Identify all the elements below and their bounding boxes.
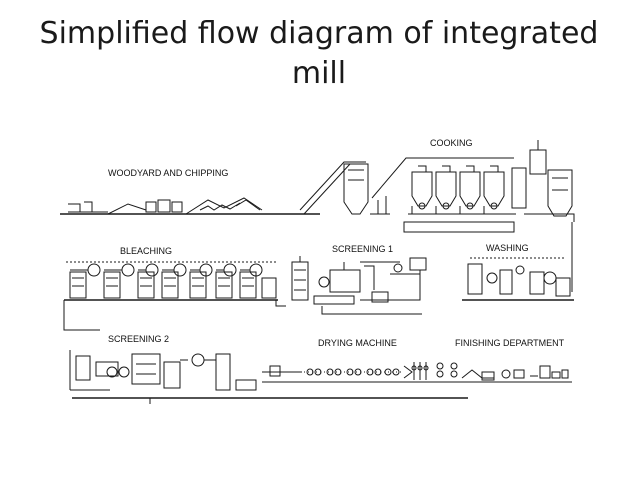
cooking-section	[371, 140, 575, 292]
label-screening-1: SCREENING 1	[332, 244, 393, 254]
bleach-stage	[239, 263, 263, 299]
digester	[483, 165, 505, 207]
bleach-stage	[137, 263, 159, 299]
screening-2-section	[69, 350, 468, 404]
woodyard-section	[60, 161, 390, 215]
finishing-department-section	[262, 362, 572, 383]
bleach-stage	[215, 263, 237, 299]
label-washing: WASHING	[486, 243, 529, 253]
bleach-stage	[161, 263, 187, 299]
slide-title: Simplified flow diagram of integrated mi…	[0, 14, 638, 94]
label-bleaching: BLEACHING	[120, 246, 172, 256]
digester	[459, 165, 481, 207]
label-drying-machine: DRYING MACHINE	[318, 338, 397, 348]
label-finishing-department: FINISHING DEPARTMENT	[455, 338, 565, 348]
title-line-1: Simplified flow diagram of integrated	[39, 16, 599, 51]
bleach-stage	[103, 263, 135, 299]
screening-1-section	[291, 256, 427, 315]
bleaching-section	[64, 261, 278, 301]
drying-machine-section	[262, 365, 413, 379]
reels	[411, 362, 429, 380]
digester	[411, 165, 433, 207]
rolls	[436, 362, 458, 378]
label-woodyard: WOODYARD AND CHIPPING	[108, 168, 228, 178]
label-screening-2: SCREENING 2	[108, 334, 169, 344]
title-line-2: mill	[291, 56, 347, 91]
washing-section	[462, 257, 574, 301]
bleach-stage	[189, 263, 213, 299]
label-cooking: COOKING	[430, 138, 473, 148]
digester	[435, 165, 457, 207]
bleach-stage	[69, 263, 101, 299]
